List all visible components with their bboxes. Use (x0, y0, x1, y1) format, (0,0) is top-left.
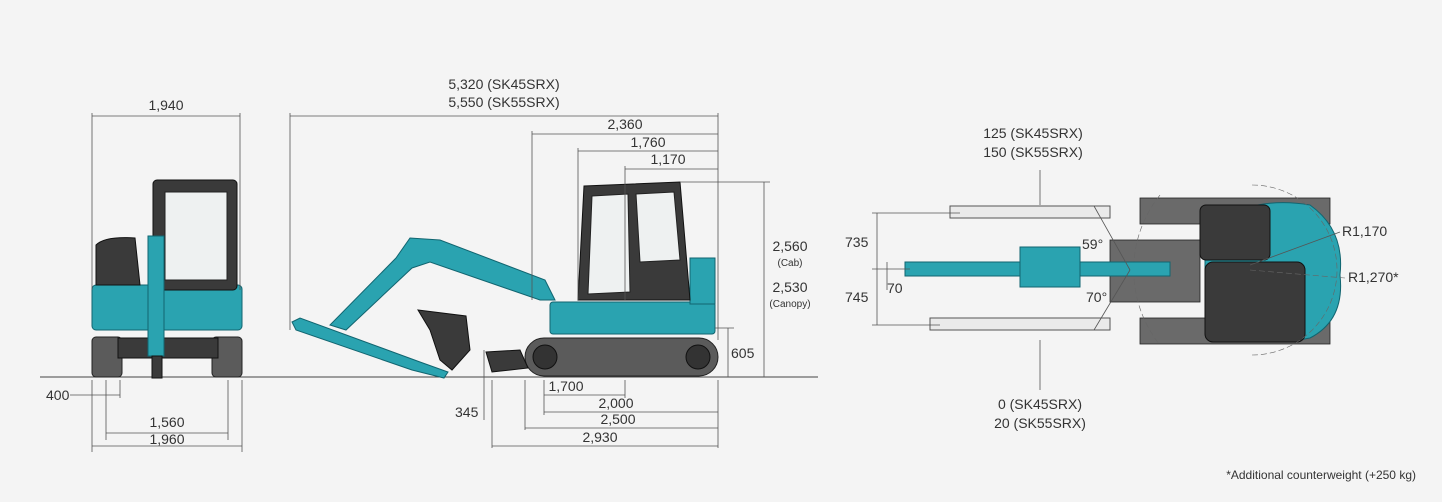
front-view: 1,940 400 1,560 1,960 (46, 97, 243, 452)
side-height-cab-label: 2,560 (772, 238, 807, 254)
top-d735-label: 735 (845, 234, 869, 250)
side-d2000-label: 2,000 (598, 395, 633, 411)
front-width-top-label: 1,940 (148, 97, 183, 113)
top-angle-59-label: 59° (1082, 236, 1103, 252)
side-d1170-label: 1,170 (650, 151, 685, 167)
top-view: 125 (SK45SRX) 150 (SK55SRX) 0 (SK45SRX) … (845, 125, 1399, 431)
top-radius-1270-label: R1,270* (1348, 269, 1399, 285)
front-body (91, 284, 243, 331)
top-boom-offset-left (949, 205, 1111, 219)
top-cab-roof (1204, 261, 1306, 343)
front-track-width-label: 1,560 (149, 414, 184, 430)
front-offset-label: 400 (46, 387, 70, 403)
front-overall-width-label: 1,960 (149, 431, 184, 447)
side-track (524, 337, 719, 377)
footnote: *Additional counterweight (+250 kg) (1226, 468, 1416, 482)
front-boom (147, 235, 165, 357)
side-length-sk55-label: 5,550 (SK55SRX) (448, 94, 559, 110)
top-offset-sk45-label: 125 (SK45SRX) (983, 125, 1083, 141)
side-d2360-label: 2,360 (607, 116, 642, 132)
top-angle-70-label: 70° (1086, 289, 1107, 305)
side-height-canopy-label: 2,530 (772, 279, 807, 295)
top-d70-label: 70 (887, 280, 903, 296)
top-radius-1170-label: R1,170 (1342, 223, 1387, 239)
side-view: 5,320 (SK45SRX) 5,550 (SK55SRX) 2,360 1,… (289, 76, 811, 448)
top-offset-sk55-label: 150 (SK55SRX) (983, 144, 1083, 160)
side-d2930-label: 2,930 (582, 429, 617, 445)
side-ground-clearance-label: 605 (731, 345, 755, 361)
side-blade (485, 349, 529, 373)
top-offset-bottom-sk45-label: 0 (SK45SRX) (998, 396, 1082, 412)
side-d1700-label: 1,700 (548, 378, 583, 394)
side-d1760-label: 1,760 (630, 134, 665, 150)
side-d2500-label: 2,500 (600, 411, 635, 427)
side-blade-depth-label: 345 (455, 404, 479, 420)
front-undercarriage (117, 337, 219, 359)
side-height-canopy-note: (Canopy) (769, 299, 810, 310)
side-height-cab-note: (Cab) (777, 258, 802, 269)
side-upper-body (549, 301, 716, 335)
front-cab-glass (164, 191, 228, 281)
side-cab-rear-glass (635, 191, 681, 263)
side-arm (291, 317, 449, 379)
top-d745-label: 745 (845, 289, 869, 305)
side-sprocket (685, 344, 711, 370)
front-engine-hood (95, 237, 141, 286)
top-engine-hood (1199, 204, 1271, 261)
side-length-sk45-label: 5,320 (SK45SRX) (448, 76, 559, 92)
front-bucket (151, 355, 163, 379)
side-bucket (417, 309, 471, 371)
top-offset-bottom-sk55-label: 20 (SK55SRX) (994, 415, 1086, 431)
top-radius-arc-2 (1133, 194, 1161, 346)
side-cab-door-glass (587, 193, 631, 295)
side-boom (329, 237, 556, 331)
top-boom-offset-right (929, 317, 1111, 331)
side-idler (532, 344, 558, 370)
side-counterweight (689, 257, 716, 305)
top-radius-arc-1 (1251, 184, 1338, 356)
top-boom-base (1019, 246, 1081, 288)
